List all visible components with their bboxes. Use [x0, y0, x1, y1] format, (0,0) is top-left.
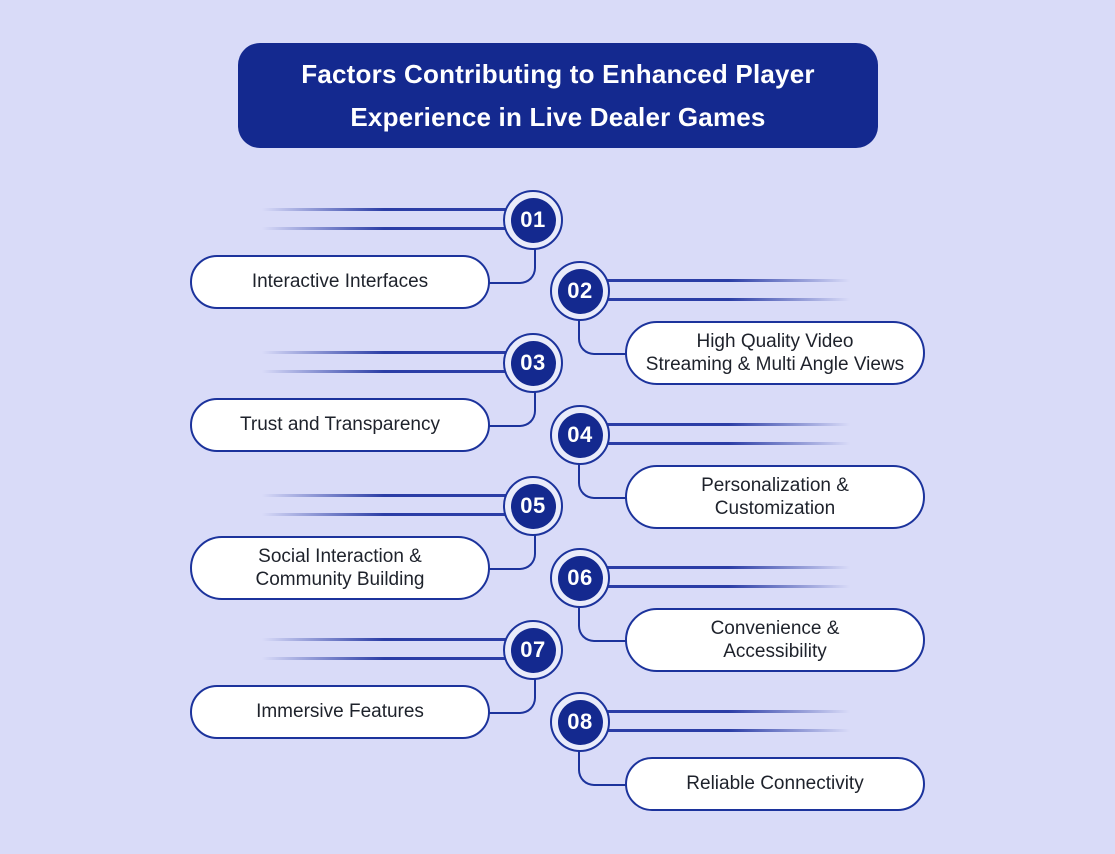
step-number: 04 [567, 422, 593, 447]
factor-label-line: Reliable Connectivity [686, 773, 864, 795]
factor-label-line: Interactive Interfaces [251, 271, 429, 293]
factor-label-line: Immersive Features [256, 701, 424, 723]
step-number: 03 [520, 350, 546, 375]
factor-label-line: Trust and Transparency [240, 414, 440, 436]
decorative-line [580, 710, 850, 713]
decorative-line [262, 638, 533, 641]
step-number-circle: 02 [557, 268, 603, 314]
factor-pill: Interactive Interfaces [190, 255, 490, 309]
step-number-circle: 06 [557, 555, 603, 601]
step-number-badge: 04 [550, 405, 610, 465]
step-number-badge: 02 [550, 261, 610, 321]
connector-line [578, 606, 628, 642]
decorative-line [262, 657, 533, 660]
step-number-circle: 01 [510, 197, 556, 243]
factor-label-line: Personalization & [701, 474, 849, 496]
connector-line [578, 750, 628, 786]
step-number-circle: 03 [510, 340, 556, 386]
factor-label: Convenience &Accessibility [711, 617, 840, 663]
decorative-line [580, 423, 850, 426]
factor-label: Reliable Connectivity [686, 772, 863, 795]
step-number-circle: 08 [557, 699, 603, 745]
title-line-1: Factors Contributing to Enhanced Player [301, 58, 815, 89]
factor-label-line: Convenience & [710, 617, 840, 639]
factor-pill: Reliable Connectivity [625, 757, 925, 811]
factor-pill: Social Interaction &Community Building [190, 536, 490, 600]
connector-line [578, 319, 628, 355]
connector-line [578, 463, 628, 499]
factor-pill: Trust and Transparency [190, 398, 490, 452]
step-number-badge: 03 [503, 333, 563, 393]
factor-label-line: Streaming & Multi Angle Views [645, 354, 905, 375]
connector-line [489, 391, 536, 427]
factor-pill: Convenience &Accessibility [625, 608, 925, 672]
step-number-badge: 05 [503, 476, 563, 536]
step-number-badge: 01 [503, 190, 563, 250]
factor-label: Immersive Features [256, 700, 424, 723]
factor-label: Trust and Transparency [240, 413, 440, 436]
factor-label: Interactive Interfaces [252, 270, 428, 293]
decorative-line [580, 566, 850, 569]
decorative-line [262, 370, 533, 373]
decorative-line [580, 729, 850, 732]
factor-label-line: Accessibility [723, 641, 827, 662]
factor-label-line: High Quality Video [696, 330, 854, 352]
decorative-line [580, 279, 850, 282]
factor-pill: Immersive Features [190, 685, 490, 739]
decorative-line [580, 585, 850, 588]
connector-line [489, 534, 536, 570]
step-number: 06 [567, 565, 593, 590]
step-number-badge: 08 [550, 692, 610, 752]
factor-label-line: Community Building [255, 569, 425, 590]
decorative-line [580, 442, 850, 445]
step-number: 01 [520, 207, 546, 232]
step-number: 07 [520, 637, 546, 662]
step-number-circle: 05 [510, 483, 556, 529]
decorative-line [580, 298, 850, 301]
step-number-badge: 07 [503, 620, 563, 680]
step-number: 08 [567, 709, 593, 734]
connector-line [489, 248, 536, 284]
step-number-circle: 04 [557, 412, 603, 458]
step-number-circle: 07 [510, 627, 556, 673]
decorative-line [262, 208, 533, 211]
factor-label: Social Interaction &Community Building [256, 545, 425, 591]
factor-label-line: Social Interaction & [258, 545, 422, 567]
title-line-2: Experience in Live Dealer Games [350, 101, 766, 132]
title-banner: Factors Contributing to Enhanced Player … [238, 43, 878, 148]
decorative-line [262, 513, 533, 516]
step-number-badge: 06 [550, 548, 610, 608]
factor-label-line: Customization [714, 498, 836, 519]
step-number: 02 [567, 278, 593, 303]
factor-pill: Personalization &Customization [625, 465, 925, 529]
connector-line [489, 678, 536, 714]
step-number: 05 [520, 493, 546, 518]
decorative-line [262, 351, 533, 354]
decorative-line [262, 227, 533, 230]
factor-label: Personalization &Customization [701, 474, 849, 520]
decorative-line [262, 494, 533, 497]
